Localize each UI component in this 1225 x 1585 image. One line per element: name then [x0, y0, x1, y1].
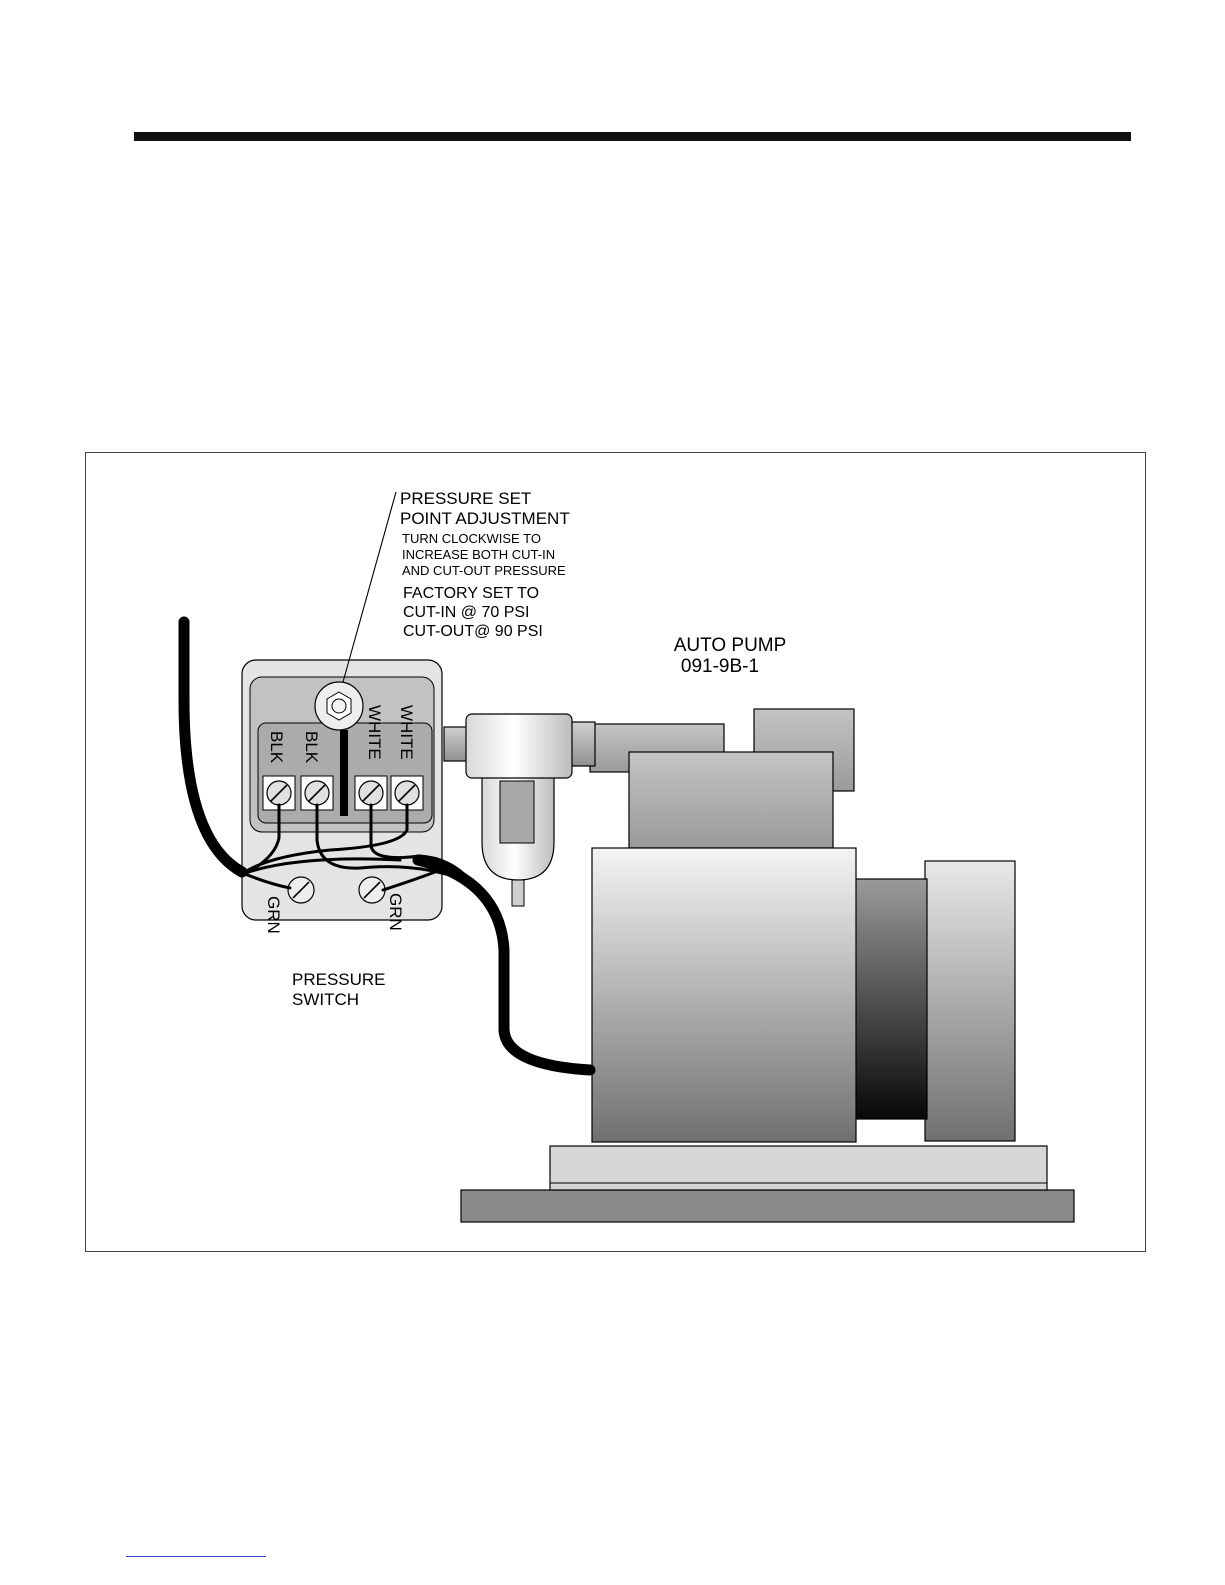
- motor-cord: [418, 860, 590, 1070]
- pump-motor-body: [592, 848, 856, 1142]
- ground-label-1: GRN: [264, 896, 283, 934]
- filter-head: [466, 714, 572, 778]
- set-point-note-line-1: TURN CLOCKWISE TO: [402, 531, 541, 546]
- pump-label-line-1: AUTO PUMP: [674, 635, 787, 656]
- terminal-label-3: WHITE: [365, 705, 384, 760]
- filter-drain: [512, 880, 524, 906]
- supply-cord: [184, 622, 242, 872]
- terminal-label-4: WHITE: [397, 705, 416, 760]
- terminal-label-2: BLK: [302, 731, 321, 764]
- center-divider: [340, 730, 348, 816]
- ground-label-2: GRN: [386, 893, 405, 931]
- pump-collar: [855, 879, 927, 1119]
- set-point-note-line-3: AND CUT-OUT PRESSURE: [402, 563, 566, 578]
- switch-label-line-1: PRESSURE: [292, 970, 386, 989]
- pump-end-cap: [925, 861, 1015, 1141]
- terminal-label-1: BLK: [267, 731, 286, 764]
- pump-label-line-2: 091-9B-1: [681, 656, 759, 677]
- ground-screw-1[interactable]: [288, 877, 314, 903]
- ground-screw-2[interactable]: [359, 877, 385, 903]
- fitting-right: [569, 722, 595, 766]
- set-point-title-line-2: POINT ADJUSTMENT: [400, 509, 570, 528]
- pump-cylinder: [629, 752, 833, 848]
- set-point-title-line-1: PRESSURE SET: [400, 489, 531, 508]
- filter-element: [500, 781, 534, 843]
- set-point-note-line-2: INCREASE BOTH CUT-IN: [402, 547, 555, 562]
- pump-base-plate: [461, 1190, 1074, 1222]
- footer-link-underline[interactable]: [126, 1556, 266, 1557]
- switch-label-line-2: SWITCH: [292, 990, 359, 1009]
- factory-setting-line-1: FACTORY SET TO: [403, 585, 539, 602]
- factory-setting-line-2: CUT-IN @ 70 PSI: [403, 604, 530, 621]
- adjustment-nut[interactable]: [315, 682, 363, 730]
- factory-setting-line-3: CUT-OUT@ 90 PSI: [403, 623, 543, 640]
- set-point-leader-line: [343, 492, 396, 682]
